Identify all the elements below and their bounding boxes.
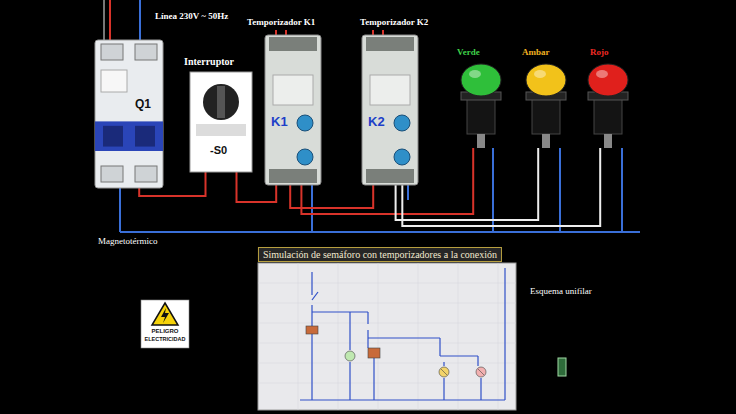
device-heading: Interruptor	[184, 56, 234, 67]
danger-sign	[141, 300, 189, 348]
schematic-caption: Esquema unifilar	[530, 287, 592, 297]
timer-relay: Temporizador K1K1	[265, 35, 321, 185]
sign-text: PELIGRO	[145, 328, 185, 335]
title-bar: Simulación de semáforo con temporizadore…	[258, 247, 502, 262]
wire	[285, 30, 287, 35]
pilot-light: Ambar	[520, 48, 572, 148]
light-label: Ambar	[522, 48, 550, 58]
light-label: Rojo	[590, 48, 609, 58]
wire	[139, 0, 141, 40]
device-heading: Temporizador K1	[247, 18, 315, 28]
switch-device: Interruptor-S0	[190, 72, 252, 172]
wire	[275, 30, 277, 35]
timer-relay: Temporizador K2K2	[362, 35, 418, 185]
timer-shape	[265, 35, 321, 185]
schematic-inset	[258, 263, 516, 410]
neutral-wire	[119, 188, 121, 232]
sign-text: ELECTRICIDAD	[142, 336, 188, 342]
timer-shape	[362, 35, 418, 185]
breaker-device: Q1	[95, 40, 163, 188]
wire	[372, 30, 374, 35]
light-label: Verde	[457, 48, 480, 58]
wire	[109, 0, 111, 40]
wire	[104, 0, 105, 40]
switch-shape	[190, 72, 252, 172]
small-icon	[558, 358, 566, 376]
wire-connector	[290, 185, 373, 208]
device-tag: -S0	[210, 144, 227, 156]
neutral-wire	[559, 148, 561, 232]
wire	[382, 30, 384, 35]
pilot-light: Rojo	[582, 48, 634, 148]
light-shape	[455, 48, 507, 148]
breaker-shape	[95, 40, 163, 188]
light-shape	[520, 48, 572, 148]
neutral-wire	[407, 185, 409, 200]
supply-label: Línea 230V ~ 50Hz	[155, 12, 228, 22]
device-tag: K1	[271, 115, 288, 129]
wire-connector	[402, 148, 600, 226]
pilot-light: Verde	[455, 48, 507, 148]
device-heading: Temporizador K2	[360, 18, 428, 28]
device-tag: K2	[368, 115, 385, 129]
device-caption: Magnetotérmico	[98, 237, 157, 247]
device-tag: Q1	[135, 98, 151, 111]
neutral-wire	[120, 231, 640, 233]
light-shape	[582, 48, 634, 148]
neutral-wire	[621, 148, 623, 232]
